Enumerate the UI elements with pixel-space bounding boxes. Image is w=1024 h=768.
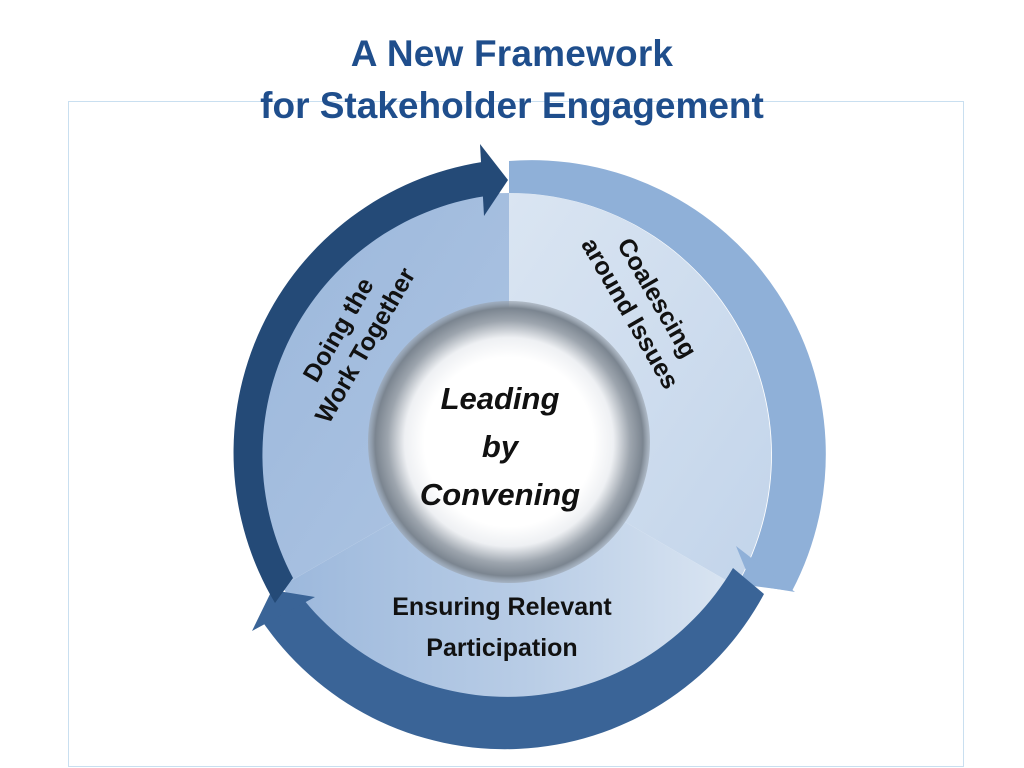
center-label-line-1: Leading <box>441 381 560 416</box>
arrow-medium-participation-head <box>252 590 315 631</box>
arrow-medium-participation <box>260 568 764 750</box>
center-label-line-3: Convening <box>420 477 580 512</box>
center-label: Leading by Convening <box>420 381 580 512</box>
arrow-light-coalescing-head <box>736 546 795 592</box>
arrow-dark-work-together <box>233 162 486 603</box>
title-line-2: for Stakeholder Engagement <box>260 85 764 126</box>
center-label-line-2: by <box>482 429 520 464</box>
segment-label-participation-line-2: Participation <box>426 634 577 662</box>
content-frame <box>68 101 964 767</box>
arrow-light-coalescing <box>509 160 826 591</box>
slide-title: A New Framework for Stakeholder Engageme… <box>0 28 1024 132</box>
segment-label-participation-line-1: Ensuring Relevant <box>392 593 612 621</box>
arrow-dark-work-together-head <box>480 144 508 216</box>
segment-label-participation: Ensuring Relevant Participation <box>392 593 612 662</box>
center-hub <box>368 301 650 583</box>
title-line-1: A New Framework <box>350 33 674 74</box>
